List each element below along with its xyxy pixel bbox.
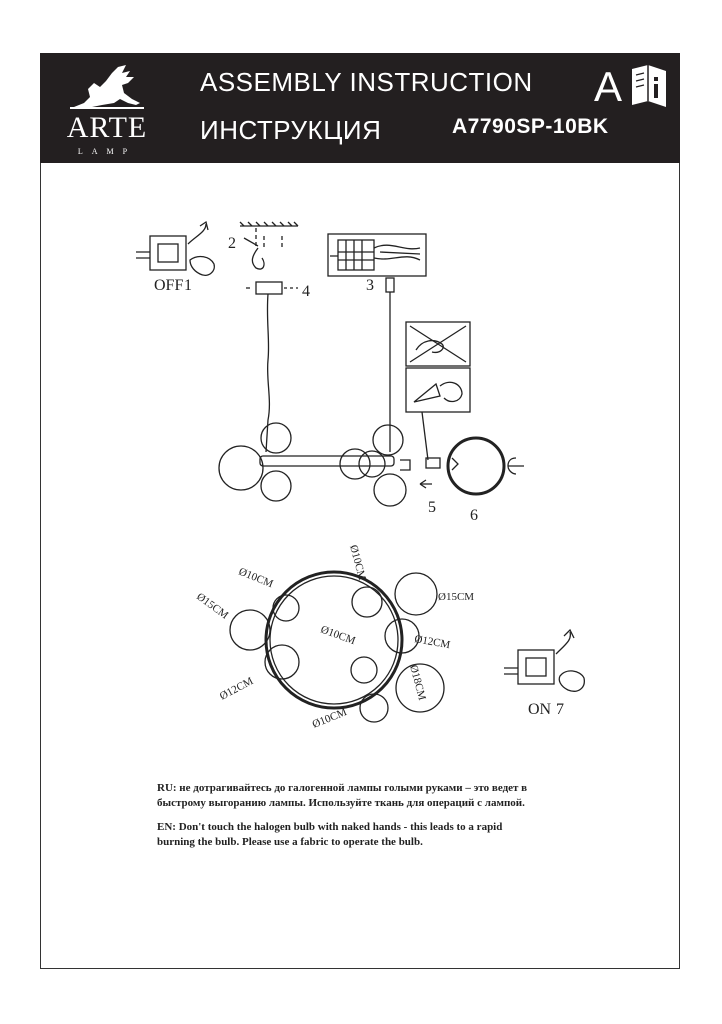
brand-logo: ARTE LAMP xyxy=(52,61,162,157)
chandelier-top-view xyxy=(229,570,445,723)
warning-ru-line-2: быстрому выгоранию лампы. Используйте тк… xyxy=(157,797,525,809)
switch-on-label: ON xyxy=(528,701,552,718)
step-2-label: 2 xyxy=(228,235,236,252)
warning-note-en: EN: Don't touch the halogen bulb with na… xyxy=(157,820,577,850)
step-5-label: 5 xyxy=(428,499,436,516)
dim-label: Ø15CM xyxy=(438,591,474,603)
step-3-label: 3 xyxy=(366,277,374,294)
switch-on-icon xyxy=(504,628,585,692)
step-4-label: 4 xyxy=(302,283,310,300)
junction-box-icon xyxy=(327,233,427,293)
switch-off-icon xyxy=(136,220,215,276)
suspension-cable xyxy=(265,293,271,453)
dim-label: Ø10CM xyxy=(237,566,275,591)
info-book-icon xyxy=(632,65,666,107)
warning-ru-line-1: RU: не дотрагивайтесь до галогенной ламп… xyxy=(157,782,528,794)
dim-label: Ø12CM xyxy=(218,675,256,703)
step-7-label: 7 xyxy=(556,701,564,718)
header-bar: ARTE LAMP ASSEMBLY INSTRUCTION ИНСТРУКЦИ… xyxy=(40,53,680,163)
chandelier-side-view xyxy=(218,422,441,507)
brand-name: ARTE xyxy=(66,111,148,144)
warning-en-line-1: EN: Don't touch the halogen bulb with na… xyxy=(157,821,503,833)
title-english: ASSEMBLY INSTRUCTION xyxy=(200,67,533,97)
dim-label: Ø10CM xyxy=(311,706,349,731)
format-letter: A xyxy=(594,63,623,110)
dim-label: Ø15CM xyxy=(194,591,230,622)
step-6-label: 6 xyxy=(470,507,478,524)
ring-part-icon xyxy=(446,436,524,496)
griffin-logo-icon xyxy=(70,65,144,109)
dim-label: Ø10CM xyxy=(347,544,368,582)
warning-note-ru: RU: не дотрагивайтесь до галогенной ламп… xyxy=(157,781,577,811)
brand-subtitle: LAMP xyxy=(77,147,137,156)
switch-off-label: OFF xyxy=(154,277,183,294)
dim-label: Ø18CM xyxy=(407,664,428,702)
model-number: A7790SP-10BK xyxy=(452,115,609,138)
halogen-warning-icon xyxy=(405,321,471,461)
warning-en-line-2: burning the bulb. Please use a fabric to… xyxy=(157,836,423,848)
dim-label: Ø10CM xyxy=(319,624,357,648)
title-russian: ИНСТРУКЦИЯ xyxy=(200,115,382,145)
ceiling-mount-icon xyxy=(239,221,299,295)
dim-label: Ø12CM xyxy=(413,633,451,651)
step-1-label: 1 xyxy=(184,277,192,294)
